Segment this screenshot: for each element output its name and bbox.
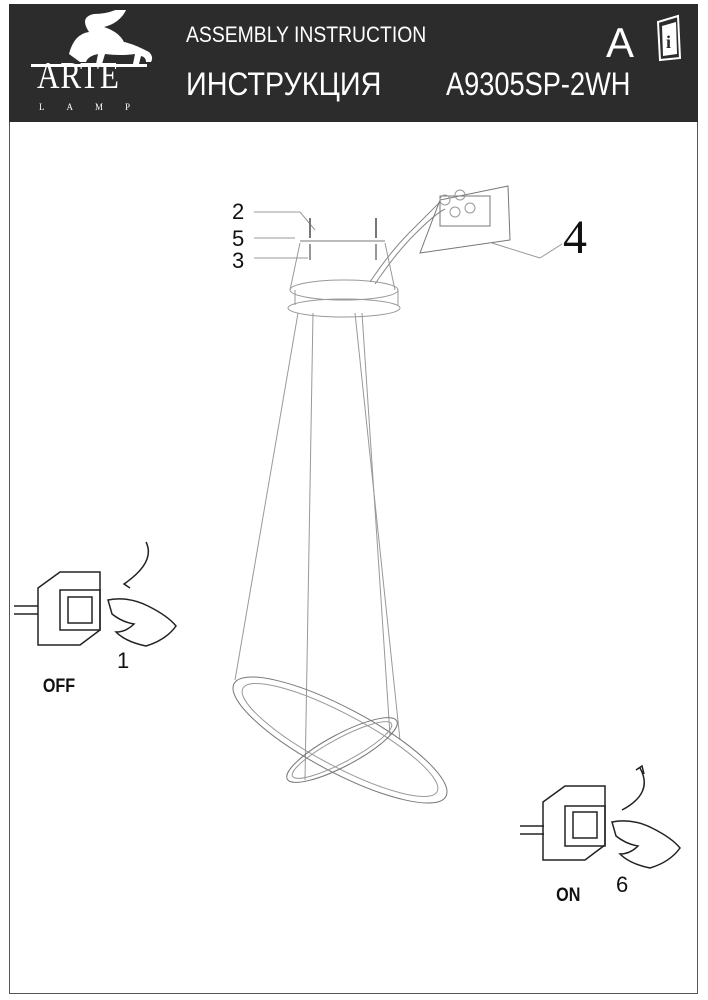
switch-on-label: ON: [556, 885, 581, 906]
part-label-3: 3: [232, 248, 245, 273]
brand-name: ARTE: [37, 55, 120, 97]
header-bar: ARTE LAMP ASSEMBLY INSTRUCTION ИНСТРУКЦИ…: [9, 4, 698, 122]
title-en: ASSEMBLY INSTRUCTION: [186, 22, 427, 47]
part-label-2: 2: [232, 199, 245, 224]
part-label-5: 5: [232, 226, 245, 251]
lion-logo-icon: [31, 10, 153, 67]
manual-book-icon: i: [656, 14, 682, 62]
part-label-4: 4: [563, 211, 587, 264]
svg-text:i: i: [666, 32, 671, 52]
version-letter: A: [606, 19, 635, 66]
title-ru: ИНСТРУКЦИЯ: [186, 66, 382, 102]
step-number-1: 1: [117, 648, 130, 673]
model-number: A9305SP-2WH: [446, 66, 631, 102]
switch-off-label: OFF: [42, 676, 76, 697]
brand-sub: LAMP: [39, 102, 153, 112]
step-number-6: 6: [616, 872, 629, 897]
